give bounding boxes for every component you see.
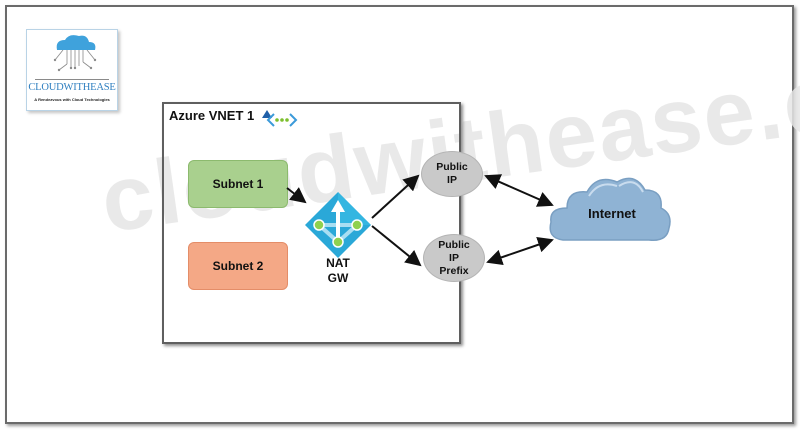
internet-cloud	[549, 177, 671, 241]
nat-gateway-label: NAT GW	[318, 256, 358, 286]
vnet-container	[162, 102, 461, 344]
arrow-subnet1-to-nat	[286, 187, 307, 204]
arrow-public-ip-internet	[484, 174, 554, 207]
nat-label-line2: GW	[327, 271, 349, 285]
logo-brand: CLOUDWITHEASE	[28, 82, 116, 93]
logo: CLOUDWITHEASE A Rendezvous with Cloud Te…	[26, 29, 118, 111]
public-ip-prefix-line2: IP	[449, 251, 459, 264]
nat-gateway-icon	[305, 192, 371, 258]
vnet-title: Azure VNET 1	[169, 108, 255, 123]
internet-label: Internet	[588, 206, 636, 221]
logo-divider	[35, 79, 109, 80]
arrow-nat-to-public-ip-prefix	[371, 225, 422, 267]
subnet-1: Subnet 1	[188, 160, 288, 208]
arrow-public-ip-prefix-internet	[486, 236, 554, 266]
cloud-circuit-icon	[53, 35, 97, 72]
azure-vnet-icon	[262, 110, 298, 127]
public-ip-prefix-line1: Public	[438, 238, 470, 251]
nat-label-line1: NAT	[326, 256, 350, 270]
public-ip-prefix-node: Public IP Prefix	[423, 234, 485, 282]
logo-tagline: A Rendezvous with Cloud Technologies	[34, 97, 110, 102]
public-ip-line2: IP	[447, 174, 457, 186]
public-ip-line1: Public	[436, 161, 468, 173]
arrow-nat-to-public-ip	[371, 174, 420, 219]
public-ip-node: Public IP	[421, 151, 483, 197]
public-ip-prefix-line3: Prefix	[439, 264, 469, 277]
subnet-2: Subnet 2	[188, 242, 288, 290]
